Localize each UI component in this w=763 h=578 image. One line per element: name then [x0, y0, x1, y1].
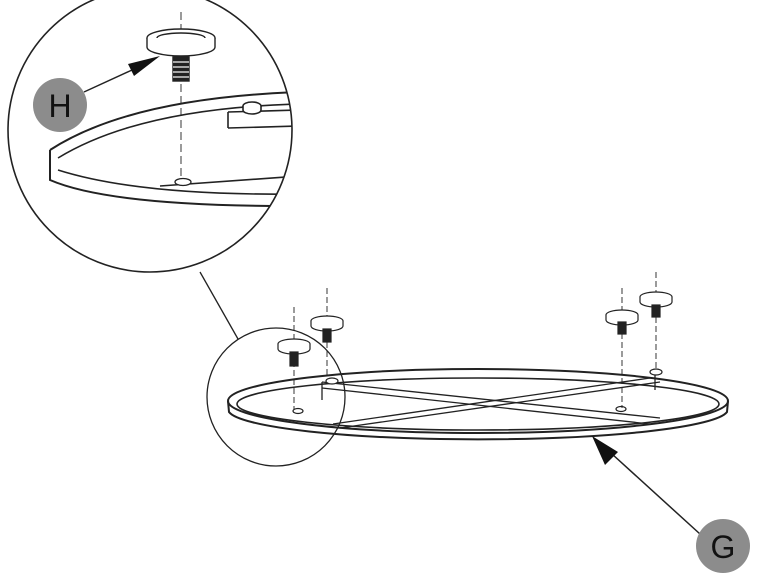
- label-g-callout: G: [592, 436, 750, 573]
- label-g-text: G: [711, 529, 736, 565]
- label-h-badge: [33, 78, 87, 132]
- label-g-badge: [696, 519, 750, 573]
- leveling-foot: [277, 307, 311, 410]
- detail-connector-line: [199, 271, 239, 340]
- detail-magnified-view: [7, 0, 293, 273]
- leveling-foot: [605, 288, 639, 408]
- oval-frame: [227, 368, 729, 441]
- label-h-callout: H: [33, 56, 160, 132]
- leveling-foot: [639, 272, 673, 370]
- leveling-foot: [310, 288, 344, 378]
- label-h-text: H: [48, 88, 71, 124]
- detail-source-circle: [206, 327, 346, 467]
- leveling-foot-magnified: [146, 28, 216, 82]
- frame-nut: [292, 368, 663, 415]
- cross-braces: [321, 372, 661, 429]
